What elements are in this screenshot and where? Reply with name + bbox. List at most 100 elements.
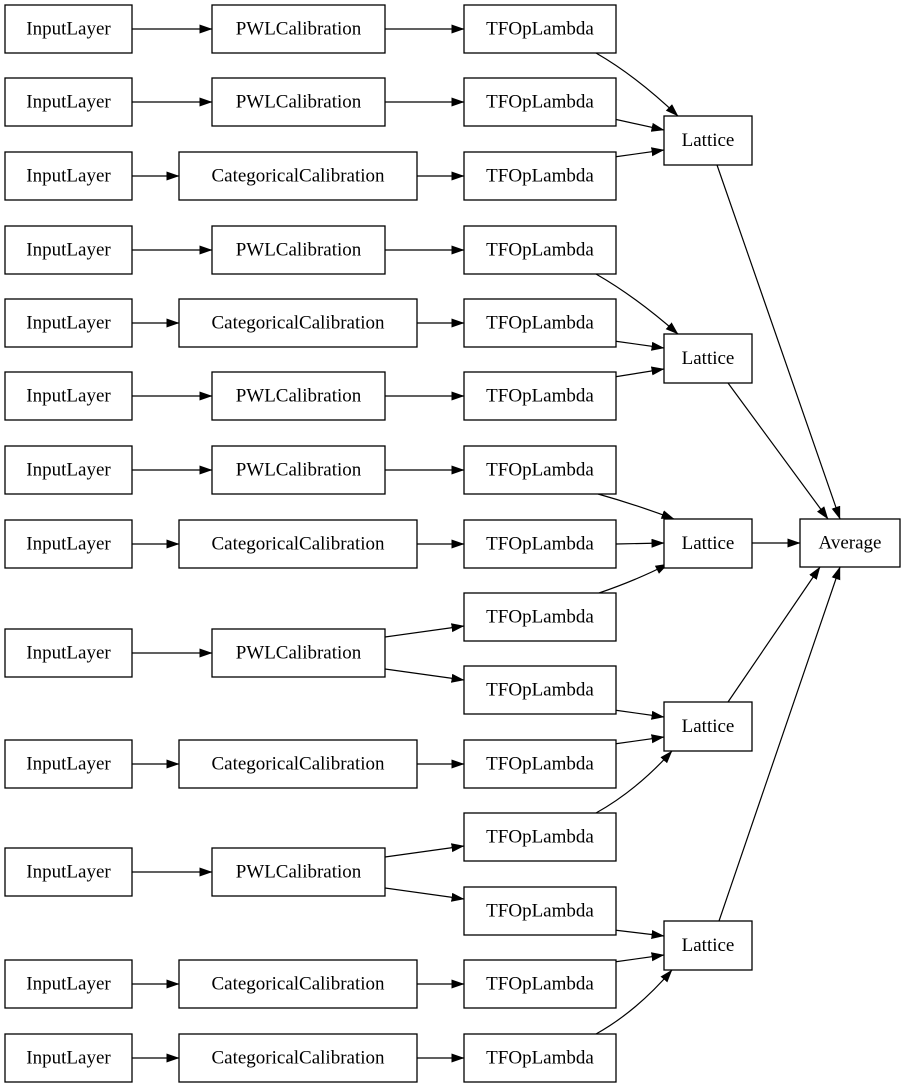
node-label: InputLayer bbox=[26, 754, 111, 775]
node-box bbox=[178, 739, 418, 789]
diagram-edge-t11-L4 bbox=[613, 734, 665, 745]
node-box bbox=[463, 4, 617, 54]
diagram-edge-t12-L4 bbox=[595, 750, 673, 814]
diagram-node-c6: PWLCalibration bbox=[211, 371, 386, 421]
diagram-edge-t1-L1 bbox=[595, 52, 679, 117]
node-box bbox=[463, 739, 617, 789]
diagram-node-c4: PWLCalibration bbox=[211, 225, 386, 275]
node-box bbox=[799, 518, 901, 568]
diagram-node-i1: InputLayer bbox=[4, 4, 133, 54]
node-label: CategoricalCalibration bbox=[211, 534, 385, 555]
node-label: InputLayer bbox=[26, 534, 111, 555]
node-box bbox=[463, 812, 617, 862]
node-box bbox=[211, 4, 386, 54]
node-label: CategoricalCalibration bbox=[211, 166, 385, 187]
diagram-node-t7: TFOpLambda bbox=[463, 445, 617, 495]
diagram-node-c13: CategoricalCalibration bbox=[178, 1033, 418, 1083]
diagram-edge-t15-L5 bbox=[595, 969, 673, 1035]
diagram-node-avg: Average bbox=[799, 518, 901, 568]
node-label: InputLayer bbox=[26, 166, 111, 187]
diagram-node-i8: InputLayer bbox=[4, 519, 133, 569]
diagram-edge-t8-L3 bbox=[615, 538, 665, 548]
diagram-edges bbox=[132, 24, 841, 1063]
node-label: PWLCalibration bbox=[236, 460, 362, 481]
node-label: InputLayer bbox=[26, 643, 111, 664]
node-label: TFOpLambda bbox=[486, 19, 594, 40]
node-box bbox=[4, 847, 133, 897]
node-label: InputLayer bbox=[26, 240, 111, 261]
node-label: InputLayer bbox=[26, 862, 111, 883]
diagram-node-c2: PWLCalibration bbox=[211, 77, 386, 127]
node-label: TFOpLambda bbox=[486, 92, 594, 113]
node-label: CategoricalCalibration bbox=[211, 974, 385, 995]
node-box bbox=[4, 225, 133, 275]
node-label: InputLayer bbox=[26, 1048, 111, 1069]
diagram-edge-L2-avg bbox=[727, 382, 829, 520]
diagram-node-t14: TFOpLambda bbox=[463, 959, 617, 1009]
diagram-node-c9: PWLCalibration bbox=[211, 628, 386, 678]
node-box bbox=[4, 1033, 133, 1083]
node-box bbox=[463, 445, 617, 495]
node-box bbox=[211, 77, 386, 127]
node-box bbox=[463, 959, 617, 1009]
node-box bbox=[463, 225, 617, 275]
node-label: PWLCalibration bbox=[236, 386, 362, 407]
diagram-edge-t10-L4 bbox=[613, 709, 665, 720]
node-label: InputLayer bbox=[26, 19, 111, 40]
node-box bbox=[663, 115, 753, 166]
diagram-node-L2: Lattice bbox=[663, 333, 753, 384]
node-box bbox=[4, 298, 133, 348]
diagram-node-t15: TFOpLambda bbox=[463, 1033, 617, 1083]
node-label: Average bbox=[819, 533, 882, 554]
node-box bbox=[178, 151, 418, 201]
node-label: InputLayer bbox=[26, 313, 111, 334]
node-label: PWLCalibration bbox=[236, 643, 362, 664]
node-label: InputLayer bbox=[26, 460, 111, 481]
diagram-edge-t5-L2 bbox=[613, 340, 665, 351]
node-box bbox=[463, 592, 617, 642]
diagram-node-t3: TFOpLambda bbox=[463, 151, 617, 201]
node-box bbox=[211, 225, 386, 275]
node-label: TFOpLambda bbox=[486, 974, 594, 995]
node-label: Lattice bbox=[682, 533, 735, 554]
diagram-node-i9: InputLayer bbox=[4, 628, 133, 678]
node-box bbox=[211, 371, 386, 421]
node-label: PWLCalibration bbox=[236, 92, 362, 113]
node-label: TFOpLambda bbox=[486, 386, 594, 407]
diagram-node-i11: InputLayer bbox=[4, 847, 133, 897]
diagram-edge-t7-L3 bbox=[597, 493, 675, 520]
node-box bbox=[463, 298, 617, 348]
diagram-node-c12: CategoricalCalibration bbox=[178, 959, 418, 1009]
diagram-node-c8: CategoricalCalibration bbox=[178, 519, 418, 569]
node-box bbox=[4, 151, 133, 201]
diagram-node-i7: InputLayer bbox=[4, 445, 133, 495]
diagram-node-i13: InputLayer bbox=[4, 1033, 133, 1083]
node-label: CategoricalCalibration bbox=[211, 754, 385, 775]
diagram-node-t2: TFOpLambda bbox=[463, 77, 617, 127]
diagram-edge-c11-t13 bbox=[384, 887, 465, 902]
node-label: PWLCalibration bbox=[236, 19, 362, 40]
node-label: InputLayer bbox=[26, 386, 111, 407]
node-label: TFOpLambda bbox=[486, 240, 594, 261]
diagram-edge-t3-L1 bbox=[613, 147, 665, 158]
node-label: InputLayer bbox=[26, 974, 111, 995]
node-label: TFOpLambda bbox=[486, 680, 594, 701]
node-label: TFOpLambda bbox=[486, 754, 594, 775]
diagram-node-i2: InputLayer bbox=[4, 77, 133, 127]
node-label: Lattice bbox=[682, 130, 735, 151]
node-label: TFOpLambda bbox=[486, 460, 594, 481]
node-box bbox=[4, 519, 133, 569]
node-label: Lattice bbox=[682, 716, 735, 737]
diagram-node-t4: TFOpLambda bbox=[463, 225, 617, 275]
diagram-edge-c11-t12 bbox=[384, 843, 465, 858]
node-box bbox=[463, 77, 617, 127]
node-box bbox=[178, 298, 418, 348]
diagram-node-i10: InputLayer bbox=[4, 739, 133, 789]
diagram-node-L5: Lattice bbox=[663, 920, 753, 971]
node-box bbox=[463, 519, 617, 569]
node-label: PWLCalibration bbox=[236, 862, 362, 883]
node-label: TFOpLambda bbox=[486, 827, 594, 848]
node-label: Lattice bbox=[682, 935, 735, 956]
